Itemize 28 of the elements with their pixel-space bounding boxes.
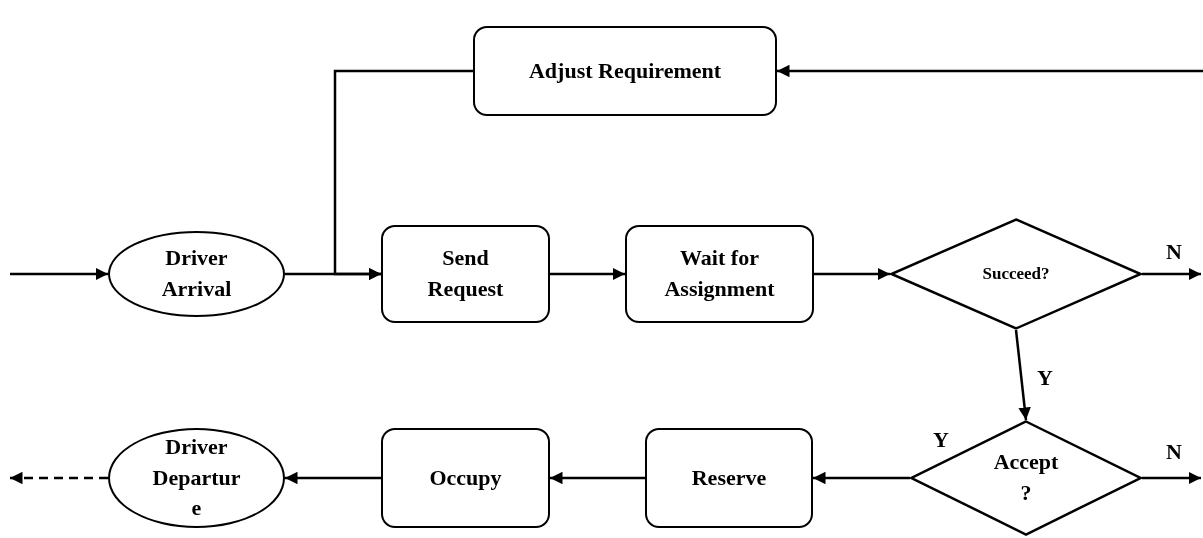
node-label: Succeed? <box>982 263 1050 286</box>
process-box <box>645 428 813 528</box>
node-label: Accept ? <box>992 448 1060 507</box>
node-label: Send Request <box>426 244 505 303</box>
node-label: Driver Arrival <box>160 244 233 303</box>
node-label: Driver Departur e <box>151 432 242 523</box>
node-label: Reserve <box>691 463 767 492</box>
arrow <box>285 471 381 485</box>
arrow <box>10 267 108 281</box>
arrow <box>1142 267 1201 281</box>
arrow <box>814 267 890 281</box>
process-box <box>625 225 814 323</box>
node-label: Occupy <box>429 463 502 492</box>
decision-diamond <box>910 420 1142 536</box>
arrow <box>813 471 910 485</box>
decision-diamond <box>890 218 1142 330</box>
process-box <box>381 225 550 323</box>
node-label: Adjust Requirement <box>528 56 722 85</box>
arrow <box>10 471 108 485</box>
arrow <box>550 471 645 485</box>
arrow <box>777 64 1203 78</box>
arrow <box>333 69 473 281</box>
arrow <box>550 267 625 281</box>
arrow <box>1142 471 1201 485</box>
process-box <box>381 428 550 528</box>
process-box <box>473 26 777 116</box>
arrow <box>1014 329 1031 421</box>
node-label: Wait for Assignment <box>663 244 776 303</box>
